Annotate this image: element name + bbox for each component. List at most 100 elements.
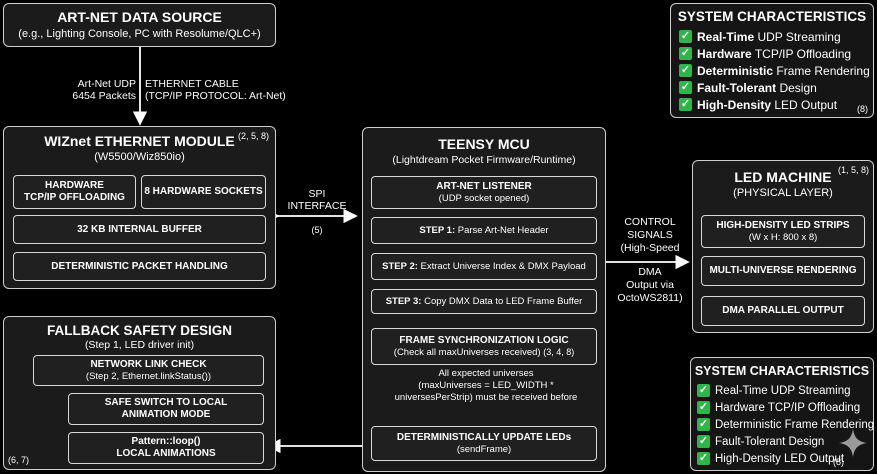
udp-label-line2: 6454 Packets — [72, 90, 136, 102]
update-leds-title: DETERMINISTICALLY UPDATE LEDs — [396, 432, 572, 443]
step1-label: STEP 1: Parse Art-Net Header — [419, 225, 548, 236]
sys-bottom-list: ✓Real-Time UDP Streaming ✓Hardware TCP/I… — [697, 382, 874, 467]
buffer-box: 32 KB INTERNAL BUFFER — [13, 215, 266, 244]
control-line3: (High-Speed — [620, 242, 680, 254]
fallback-subtitle: (Step 1, LED driver init) — [84, 339, 195, 351]
sys-top-item: ✓Deterministic Frame Rendering — [679, 62, 870, 79]
sys-bottom-item-label: Deterministic Frame Rendering — [715, 418, 875, 431]
packet-handling-label: DETERMINISTIC PACKET HANDLING — [51, 260, 228, 272]
local-animations-box: Pattern::loop() LOCAL ANIMATIONS — [68, 432, 264, 464]
cable-label-line1: ETHERNET CABLE — [145, 78, 239, 90]
sockets-label: 8 HARDWARE SOCKETS — [144, 186, 263, 197]
step3-bold: STEP 3: — [385, 296, 422, 307]
teensy-title: TEENSY MCU — [438, 136, 530, 152]
step3-text: Copy DMX Data to LED Frame Buffer — [421, 296, 583, 307]
frame-sync-subtitle: (Check all maxUniverses received) — [393, 347, 541, 358]
network-check-title: NETWORK LINK CHECK — [90, 359, 207, 370]
sys-bottom-item-label: Fault-Tolerant Design — [715, 435, 825, 448]
frame-sync-refs: (3, 4, 8) — [543, 347, 575, 357]
check-icon: ✓ — [697, 435, 710, 448]
led-machine-refs: (1, 5, 8) — [837, 165, 869, 175]
frame-sync-title: FRAME SYNCHRONIZATION LOGIC — [399, 335, 569, 346]
sys-top-item: ✓Fault-Tolerant Design — [679, 79, 870, 96]
step1-box: STEP 1: Parse Art-Net Header — [371, 217, 597, 244]
step3-box: STEP 3: Copy DMX Data to LED Frame Buffe… — [371, 289, 597, 314]
sys-top-item-rest: UDP Streaming — [754, 29, 841, 44]
loop-line1: Pattern::loop() — [131, 436, 201, 447]
cable-label-line2: (TCP/IP PROTOCOL: Art-Net) — [145, 90, 286, 102]
sys-top-item-rest: Design — [776, 80, 817, 95]
sys-bottom-item: ✓Hardware TCP/IP Offloading — [697, 399, 874, 416]
teensy-subtitle: (Lightdream Pocket Firmware/Runtime) — [392, 154, 576, 166]
sys-top-item: ✓ High-Density LED Output — [679, 96, 870, 113]
step2-label: STEP 2: Extract Universe Index & DMX Pay… — [382, 261, 586, 272]
step2-text: Extract Universe Index & DMX Payload — [417, 261, 586, 272]
listener-title: ART-NET LISTENER — [436, 181, 532, 192]
sys-top-item-bold: High-Density — [697, 97, 772, 112]
sync-note: All expected universes (maxUniverses = L… — [383, 368, 589, 404]
control-line2: SIGNALS — [627, 229, 673, 241]
fallback-title: FALLBACK SAFETY DESIGN — [46, 323, 232, 338]
system-characteristics-top: SYSTEM CHARACTERISTICS ✓ Real-Time UDP St… — [670, 3, 874, 118]
sys-bottom-item-label: Real-Time UDP Streaming — [715, 384, 851, 397]
sys-top-item-bold: Real-Time — [697, 29, 755, 44]
sync-note-line1: All expected universes — [438, 368, 534, 379]
sync-note-line2: (maxUniverses = LED_WIDTH * — [418, 380, 554, 391]
led-machine-title: LED MACHINE — [734, 169, 832, 185]
spi-label-line2: INTERFACE — [287, 200, 347, 212]
update-leds-box: DETERMINISTICALLY UPDATE LEDs (sendFrame… — [371, 426, 597, 461]
sys-bottom-item: ✓ Deterministic Frame Rendering — [697, 416, 874, 433]
control-line5: Output via — [626, 279, 674, 291]
led-machine-subtitle: (PHYSICAL LAYER) — [733, 187, 833, 199]
spi-label: SPI INTERFACE — [282, 188, 352, 212]
sys-bottom-item: ✓ Real-Time UDP Streaming — [697, 382, 874, 399]
check-icon: ✓ — [679, 98, 692, 111]
step2-box: STEP 2: Extract Universe Index & DMX Pay… — [371, 253, 597, 280]
network-check-subtitle: (Step 2, Ethernet.linkStatus()) — [85, 371, 212, 382]
sys-bottom-item-label: Hardware TCP/IP Offloading — [715, 401, 861, 414]
safe-switch-line2: ANIMATION MODE — [121, 409, 211, 420]
control-line4: DMA — [638, 266, 662, 278]
check-icon: ✓ — [697, 418, 710, 431]
check-icon: ✓ — [697, 452, 710, 465]
dma-output-label: DMA Output via OctoWS2811) — [610, 266, 690, 305]
step3-label: STEP 3: Copy DMX Data to LED Frame Buffe… — [386, 296, 583, 307]
safe-switch-line1: SAFE SWITCH TO LOCAL — [104, 397, 228, 408]
sys-top-title: SYSTEM CHARACTERISTICS — [677, 9, 867, 24]
wiznet-refs: (2, 5, 8) — [237, 131, 269, 141]
led-strips-box: HIGH-DENSITY LED STRIPS (W x H: 800 x 8) — [701, 215, 865, 248]
control-line1: CONTROL — [624, 216, 676, 228]
sys-bottom-item-label: High-Density LED Output — [715, 452, 845, 465]
sys-top-item-rest: LED Output — [771, 97, 838, 112]
frame-sync-box: FRAME SYNCHRONIZATION LOGIC (Check all m… — [371, 328, 597, 365]
led-strips-subtitle: (W x H: 800 x 8) — [748, 232, 818, 243]
sys-top-item-bold: Deterministic — [697, 63, 774, 78]
sys-top-list: ✓ Real-Time UDP Streaming ✓Hardware TCP/I… — [679, 28, 870, 113]
packet-handling-box: DETERMINISTIC PACKET HANDLING — [13, 252, 266, 281]
wiznet-module-box: WIZnet ETHERNET MODULE (W5500/Wiz850io) … — [3, 126, 276, 289]
listener-subtitle: (UDP socket opened) — [438, 193, 530, 204]
check-icon: ✓ — [679, 30, 692, 43]
dma-parallel-label: DMA PARALLEL OUTPUT — [722, 305, 844, 316]
network-link-check-box: NETWORK LINK CHECK (Step 2, Ethernet.lin… — [33, 355, 264, 386]
offloading-line1: HARDWARE — [45, 180, 104, 191]
sys-top-ref: (8) — [857, 104, 868, 114]
sys-bottom-ref: (8) — [833, 457, 844, 467]
led-strips-title: HIGH-DENSITY LED STRIPS — [716, 220, 850, 231]
frame-sync-subline: (Check all maxUniverses received) (3, 4,… — [394, 347, 574, 358]
update-leds-subtitle: (sendFrame) — [456, 444, 512, 455]
sockets-box: 8 HARDWARE SOCKETS — [141, 175, 266, 209]
check-icon: ✓ — [697, 384, 710, 397]
multi-universe-box: MULTI-UNIVERSE RENDERING — [701, 256, 865, 286]
led-machine-box: LED MACHINE (PHYSICAL LAYER) (1, 5, 8) H… — [692, 160, 874, 333]
fallback-safety-box: FALLBACK SAFETY DESIGN (Step 1, LED driv… — [3, 316, 276, 470]
system-characteristics-bottom: SYSTEM CHARACTERISTICS ✓Real-Time UDP St… — [690, 357, 874, 471]
spi-ref: (5) — [311, 225, 323, 235]
sys-top-item: ✓Hardware TCP/IP Offloading — [679, 45, 870, 62]
step2-bold: STEP 2: — [382, 261, 418, 272]
step1-bold: STEP 1: — [419, 225, 456, 236]
offloading-line2: TCP/IP OFFLOADING — [24, 192, 125, 203]
udp-label: Art-Net UDP 6454 Packets — [62, 78, 136, 102]
buffer-label: 32 KB INTERNAL BUFFER — [77, 223, 202, 235]
step1-text: Parse Art-Net Header — [455, 225, 549, 236]
